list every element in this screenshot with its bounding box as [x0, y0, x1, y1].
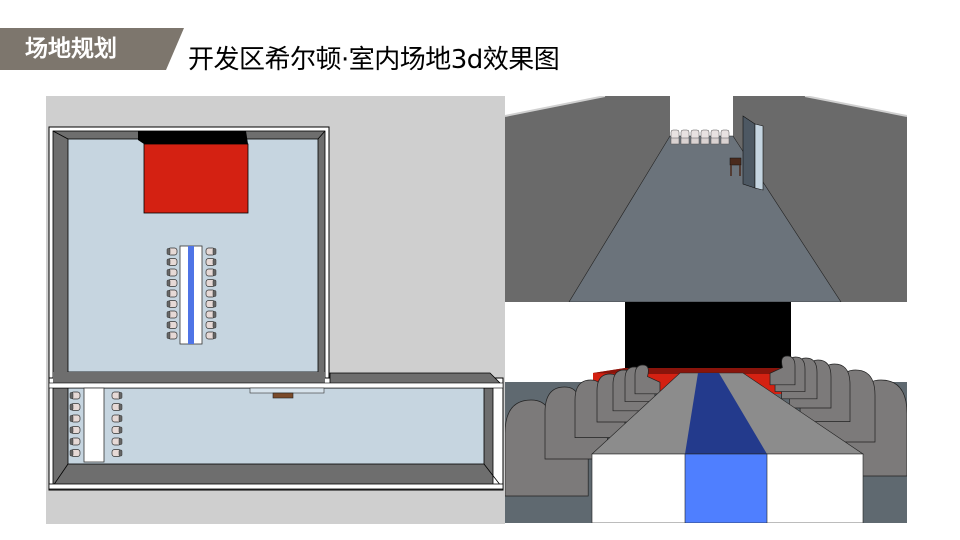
- page-title: 开发区希尔顿·室内场地3d效果图: [188, 45, 560, 75]
- section-tag-label: 场地规划: [25, 36, 117, 62]
- stage-screen: [625, 302, 791, 368]
- standing-panel: [742, 115, 764, 191]
- stage-screen: [138, 131, 248, 144]
- conference-table-3d-view: [505, 302, 907, 523]
- side-table-chairs: [69, 391, 123, 457]
- left-chairs: [505, 364, 661, 497]
- back-row-chairs: [670, 129, 730, 145]
- long-table: [179, 245, 203, 345]
- side-table: [83, 387, 105, 463]
- section-tag-shape: [0, 28, 184, 70]
- sign-in-desk: [729, 157, 742, 176]
- welcome-desk: [249, 387, 325, 399]
- corridor-3d-view: [505, 96, 907, 302]
- stage: [143, 143, 249, 214]
- section-tag: 场地规划: [0, 28, 184, 70]
- floor-plan-image: [46, 96, 505, 524]
- long-table-chairs: [166, 247, 217, 340]
